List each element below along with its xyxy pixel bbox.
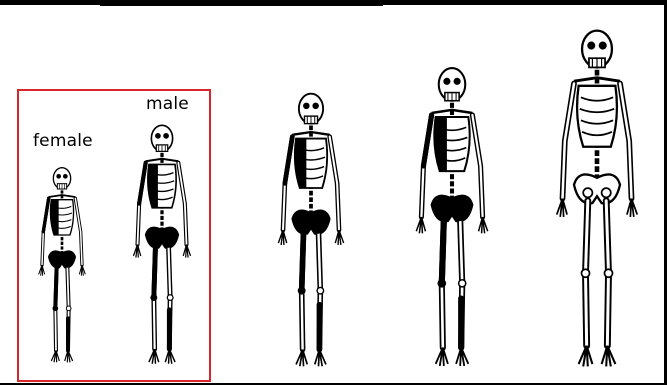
skeleton-5-icon	[538, 26, 656, 371]
female-label: female	[33, 131, 93, 151]
male-skeleton-icon	[117, 122, 207, 367]
skeleton-3-icon	[262, 90, 360, 370]
male-label: male	[146, 94, 189, 114]
female-skeleton-icon	[27, 165, 97, 365]
top-rule	[100, 4, 383, 6]
skeleton-4-icon	[398, 64, 506, 370]
